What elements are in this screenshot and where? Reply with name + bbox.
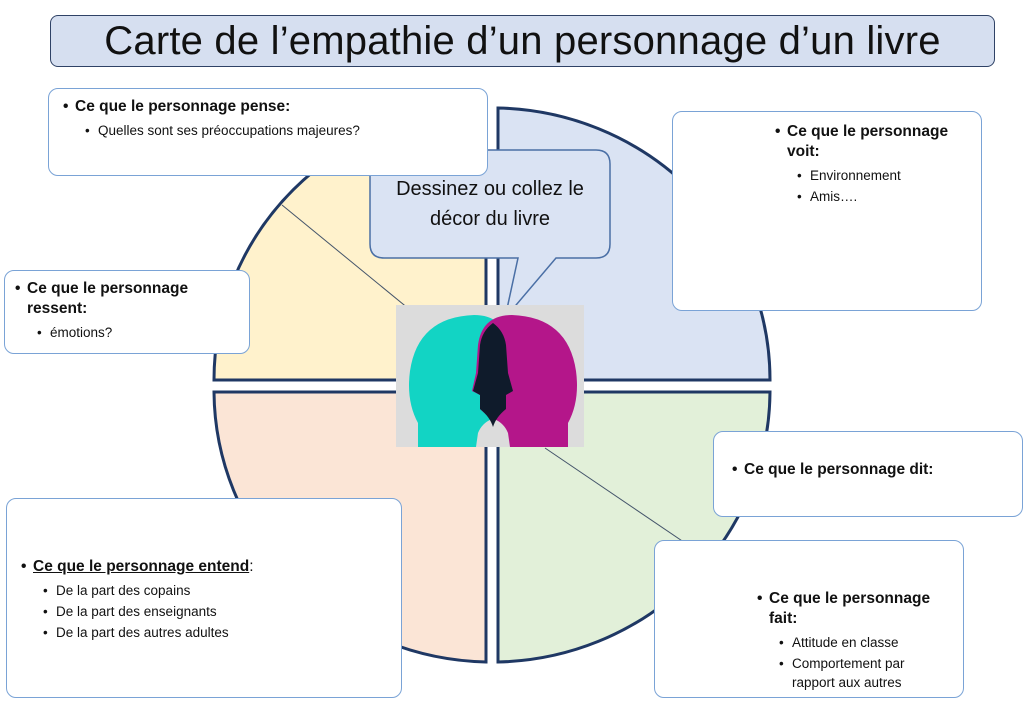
section-thinks-heading: Ce que le personnage pense:	[61, 97, 475, 117]
two-heads-image	[396, 305, 584, 447]
section-feels: Ce que le personnage ressent: émotions?	[4, 270, 250, 354]
list-item: De la part des autres adultes	[43, 623, 389, 642]
section-hears: Ce que le personnage entend: De la part …	[6, 498, 402, 698]
list-item: Amis….	[797, 187, 969, 206]
section-hears-heading-suffix: :	[249, 558, 254, 575]
list-item: De la part des enseignants	[43, 602, 389, 621]
section-thinks-list: Quelles sont ses préoccupations majeures…	[61, 121, 475, 140]
page-title: Carte de l’empathie d’un personnage d’un…	[104, 18, 941, 63]
section-sees-list: Environnement Amis….	[773, 166, 969, 206]
section-says: Ce que le personnage dit:	[713, 431, 1023, 517]
center-bubble-text: Dessinez ou collez le décor du livre	[396, 178, 584, 230]
section-thinks: Ce que le personnage pense: Quelles sont…	[48, 88, 488, 176]
section-says-heading: Ce que le personnage dit:	[730, 460, 1010, 480]
section-does-list: Attitude en classe Comportement par rapp…	[755, 633, 951, 692]
section-does-heading: Ce que le personnage fait:	[755, 589, 951, 629]
overlap-silhouette-icon	[473, 323, 513, 427]
section-sees-heading: Ce que le personnage voit:	[773, 122, 969, 162]
list-item: Quelles sont ses préoccupations majeures…	[85, 121, 475, 140]
list-item: De la part des copains	[43, 581, 389, 600]
section-hears-heading-row: Ce que le personnage entend:	[19, 557, 389, 577]
title-banner: Carte de l’empathie d’un personnage d’un…	[50, 15, 995, 67]
list-item: Comportement par rapport aux autres	[779, 654, 951, 692]
section-sees: Ce que le personnage voit: Environnement…	[672, 111, 982, 311]
section-feels-heading: Ce que le personnage ressent:	[13, 279, 241, 319]
section-does: Ce que le personnage fait: Attitude en c…	[654, 540, 964, 698]
section-hears-heading: Ce que le personnage entend	[33, 558, 250, 575]
section-hears-list: De la part des copains De la part des en…	[19, 581, 389, 642]
list-item: émotions?	[37, 323, 241, 342]
divider-line-think-feel	[281, 204, 421, 319]
list-item: Environnement	[797, 166, 969, 185]
section-feels-list: émotions?	[13, 323, 241, 342]
center-speech-bubble: Dessinez ou collez le décor du livre	[370, 150, 610, 258]
list-item: Attitude en classe	[779, 633, 951, 652]
